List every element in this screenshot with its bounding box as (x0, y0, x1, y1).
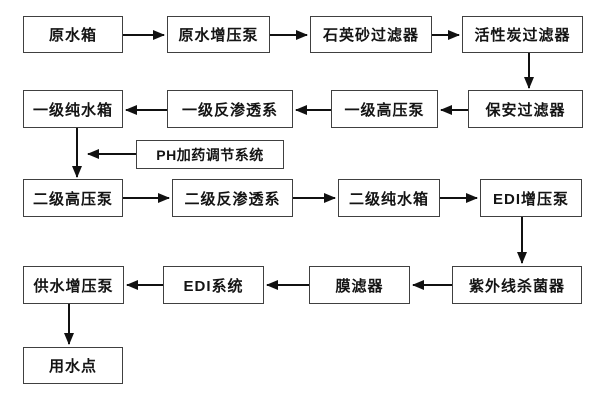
node-edi-system: EDI系统 (163, 266, 264, 304)
node-stage1-high-pressure-pump: 一级高压泵 (331, 90, 438, 128)
node-label: 二级高压泵 (32, 190, 113, 208)
node-security-filter: 保安过滤器 (468, 90, 583, 128)
node-stage1-pure-water-tank: 一级纯水箱 (23, 90, 123, 128)
node-stage1-reverse-osmosis: 一级反渗透系 (167, 90, 293, 128)
node-label: 二级纯水箱 (348, 190, 429, 208)
node-label: EDI增压泵 (492, 190, 569, 208)
node-label: 一级高压泵 (344, 101, 425, 119)
node-stage2-reverse-osmosis: 二级反渗透系 (172, 179, 293, 217)
node-label: 紫外线杀菌器 (468, 277, 565, 295)
node-membrane-filter: 膜滤器 (309, 266, 410, 304)
node-edi-booster-pump: EDI增压泵 (480, 179, 582, 217)
node-activated-carbon-filter: 活性炭过滤器 (462, 16, 583, 53)
node-label: 一级纯水箱 (32, 101, 113, 119)
node-raw-water-tank: 原水箱 (23, 16, 123, 53)
node-ph-dosing-system: PH加药调节系统 (136, 140, 284, 169)
node-uv-sterilizer: 紫外线杀菌器 (452, 266, 582, 304)
node-label: 保安过滤器 (485, 101, 566, 119)
node-label: 原水箱 (48, 27, 97, 44)
node-label: 一级反渗透系 (181, 101, 278, 119)
node-label: EDI系统 (183, 277, 244, 295)
node-quartz-sand-filter: 石英砂过滤器 (310, 16, 432, 53)
node-raw-water-booster-pump: 原水增压泵 (167, 16, 270, 53)
node-label: 原水增压泵 (178, 27, 259, 44)
node-label: 用水点 (48, 358, 97, 375)
node-label: 膜滤器 (335, 277, 384, 295)
node-label: 供水增压泵 (33, 277, 114, 295)
node-label: 二级反渗透系 (184, 190, 281, 208)
node-label: 活性炭过滤器 (474, 27, 571, 44)
node-stage2-pure-water-tank: 二级纯水箱 (338, 179, 440, 217)
node-water-supply-booster-pump: 供水增压泵 (23, 266, 124, 304)
node-label: 石英砂过滤器 (322, 27, 419, 44)
node-label: PH加药调节系统 (156, 146, 264, 163)
node-water-use-point: 用水点 (23, 347, 123, 384)
node-stage2-high-pressure-pump: 二级高压泵 (23, 179, 123, 217)
